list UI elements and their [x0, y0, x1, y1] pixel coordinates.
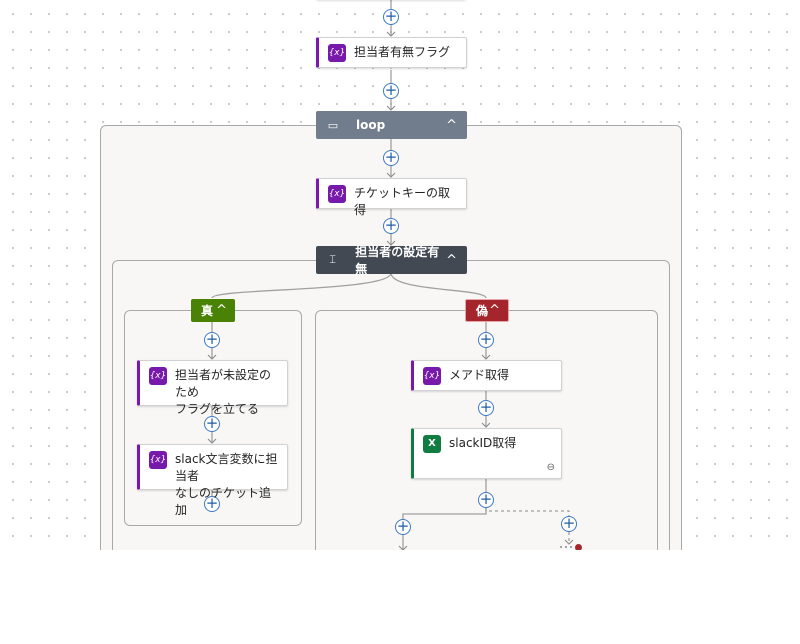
loop-title: loop	[356, 118, 386, 132]
flow-canvas: + + + + + + + + + + + + {x} 担当者有無フラグ ▭ l…	[0, 0, 800, 550]
add-action-button[interactable]: +	[478, 330, 494, 348]
variable-icon: {x}	[423, 367, 441, 385]
card-label: slackID取得	[449, 436, 517, 450]
variable-icon: {x}	[328, 185, 346, 203]
card-label: チケットキーの取得	[354, 186, 451, 217]
true-branch-header[interactable]: 真 ^	[191, 299, 235, 322]
condition-header[interactable]: ⌶ 担当者の設定有無 ^	[316, 245, 467, 276]
add-action-button[interactable]: +	[383, 7, 399, 25]
variable-icon: {x}	[149, 367, 167, 385]
card-label: メアド取得	[449, 368, 510, 382]
add-action-button[interactable]: +	[395, 517, 411, 535]
add-action-button[interactable]: +	[383, 81, 399, 99]
collapse-chevron-icon[interactable]: ^	[216, 303, 227, 318]
add-ticket-card[interactable]: {x} slack文言変数に担当者 なしのチケット追加	[137, 444, 288, 517]
loop-icon: ▭	[327, 118, 339, 132]
add-action-button[interactable]: +	[204, 330, 220, 348]
error-indicator-dot	[575, 544, 582, 550]
collapse-chevron-icon[interactable]: ^	[446, 252, 457, 268]
variable-icon: {x}	[149, 451, 167, 469]
add-action-button[interactable]: +	[383, 148, 399, 166]
true-branch-label: 真	[201, 304, 214, 318]
excel-icon: X	[423, 435, 441, 453]
get-mail-card[interactable]: {x} メアド取得	[411, 360, 562, 391]
false-branch-label: 偽	[476, 304, 489, 318]
get-slack-id-card[interactable]: X slackID取得 ⊖	[411, 428, 562, 479]
connection-link-icon: ⊖	[546, 462, 555, 473]
card-label: slack文言変数に担当者 なしのチケット追加	[175, 452, 278, 517]
card-label: 担当者が未設定のため フラグを立てる	[175, 368, 272, 416]
add-action-button[interactable]: +	[478, 398, 494, 416]
collapse-chevron-icon[interactable]: ^	[446, 117, 457, 133]
condition-icon: ⌶	[329, 253, 336, 266]
loop-header[interactable]: ▭ loop ^	[316, 111, 467, 139]
add-action-button[interactable]: +	[204, 494, 220, 512]
variable-icon: {x}	[328, 44, 346, 62]
flag-variable-card[interactable]: {x} 担当者有無フラグ	[316, 37, 467, 68]
false-branch-header[interactable]: 偽 ^	[465, 299, 509, 322]
set-flag-card[interactable]: {x} 担当者が未設定のため フラグを立てる	[137, 360, 288, 416]
add-action-button[interactable]: +	[478, 490, 494, 508]
ticket-key-card[interactable]: {x} チケットキーの取得	[316, 178, 467, 217]
add-action-button[interactable]: +	[204, 414, 220, 432]
collapse-chevron-icon[interactable]: ^	[489, 303, 500, 318]
condition-title: 担当者の設定有無	[355, 245, 440, 276]
add-action-button[interactable]: +	[383, 216, 399, 234]
add-parallel-branch-button[interactable]: +	[561, 514, 577, 532]
card-label: 担当者有無フラグ	[354, 45, 451, 59]
